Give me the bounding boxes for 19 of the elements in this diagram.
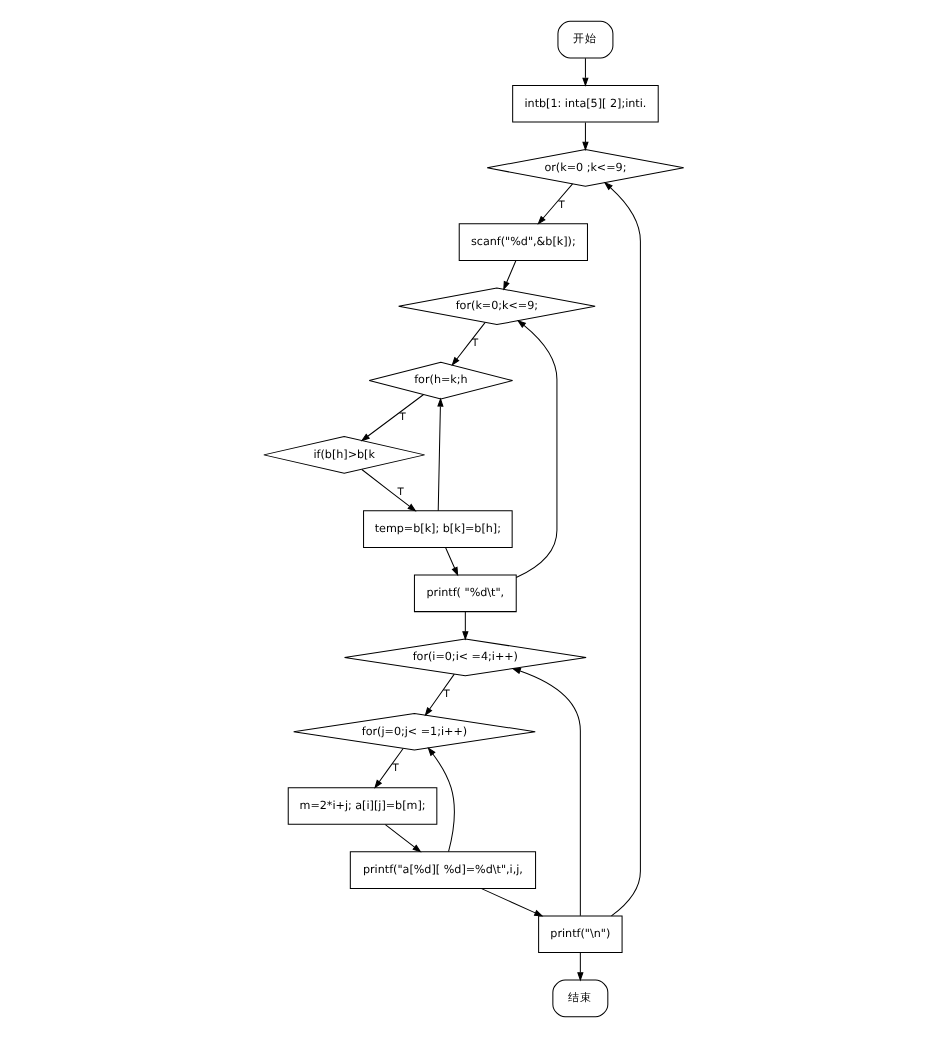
arrow — [582, 57, 589, 87]
arrow — [537, 183, 574, 225]
arrow — [361, 468, 417, 512]
arrow — [577, 952, 584, 982]
arrow — [451, 322, 486, 366]
arrow — [427, 747, 455, 853]
arrow — [481, 888, 544, 917]
arrow — [445, 547, 459, 577]
arrow — [374, 747, 404, 789]
arrow — [603, 181, 641, 917]
arrow — [437, 397, 444, 512]
arrow — [384, 824, 422, 853]
arrow — [503, 260, 517, 291]
arrow — [511, 668, 581, 917]
arrow — [462, 611, 469, 641]
arrow — [424, 673, 455, 717]
arrow — [515, 319, 558, 578]
arrow — [360, 394, 425, 442]
arrow — [582, 121, 589, 151]
